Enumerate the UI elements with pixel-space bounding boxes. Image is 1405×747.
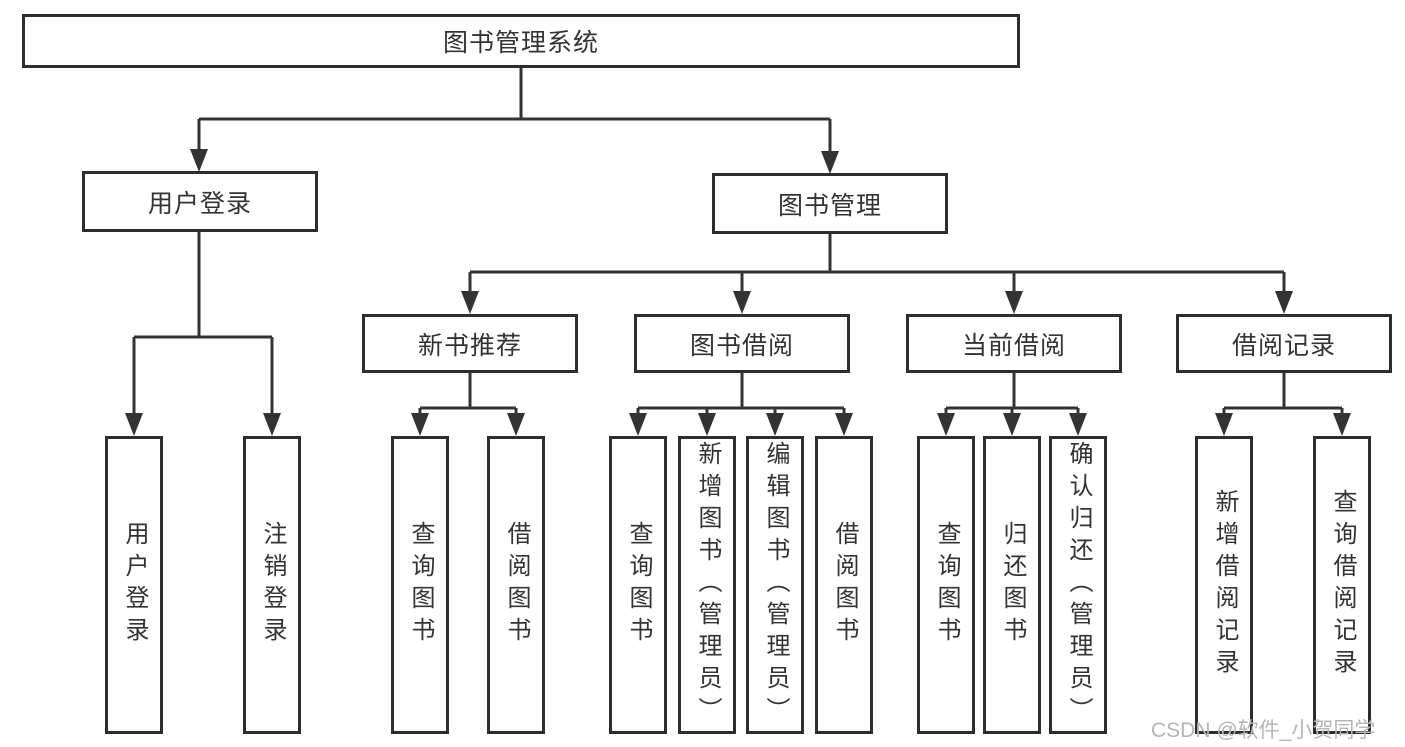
leaf-edit-book-admin: 编辑图书（管理员） <box>746 436 804 734</box>
leaf-edit-book-admin-label: 编辑图书（管理员） <box>762 441 789 729</box>
leaf-return-book: 归还图书 <box>983 436 1041 734</box>
node-book-management: 图书管理 <box>712 173 948 234</box>
leaf-borrow-book-2-label: 借阅图书 <box>831 521 858 649</box>
node-borrow-record-label: 借阅记录 <box>1231 331 1336 360</box>
leaf-add-borrow-record-label: 新增借阅记录 <box>1211 489 1238 681</box>
arrowhead <box>1005 291 1023 314</box>
arrowhead <box>1275 291 1293 314</box>
leaf-add-book-admin: 新增图书（管理员） <box>678 436 736 734</box>
arrowheads <box>125 149 1351 436</box>
node-current-borrow: 当前借阅 <box>906 314 1122 373</box>
arrowhead <box>629 413 647 436</box>
leaf-user-login: 用户登录 <box>105 436 163 734</box>
arrowhead <box>733 291 751 314</box>
csdn-watermark: CSDN @软件_小贺同学 <box>1151 719 1376 742</box>
node-book-management-label: 图书管理 <box>777 191 882 220</box>
arrowhead <box>835 413 853 436</box>
arrowhead <box>1003 413 1021 436</box>
arrowhead <box>1333 413 1351 436</box>
leaf-logout: 注销登录 <box>243 436 301 734</box>
arrowhead <box>937 413 955 436</box>
arrowhead <box>821 151 839 174</box>
connector-current-borrow-children <box>944 373 1080 416</box>
leaf-query-book-2-label: 查询图书 <box>625 521 652 649</box>
leaf-confirm-return-admin: 确认归还（管理员） <box>1049 436 1107 734</box>
arrowhead <box>766 413 784 436</box>
node-borrow-record: 借阅记录 <box>1176 314 1392 373</box>
leaf-query-book-1-label: 查询图书 <box>407 521 434 649</box>
arrowhead <box>698 413 716 436</box>
leaf-confirm-return-admin-label: 确认归还（管理员） <box>1065 441 1092 729</box>
leaf-query-book-3: 查询图书 <box>917 436 975 734</box>
leaf-query-book-2: 查询图书 <box>609 436 667 734</box>
leaf-query-borrow-record-label: 查询借阅记录 <box>1329 489 1356 681</box>
connector-borrow-record-children <box>1222 373 1344 416</box>
leaf-add-borrow-record: 新增借阅记录 <box>1195 436 1253 734</box>
connector-book-borrow-children <box>636 373 846 416</box>
leaf-borrow-book-1: 借阅图书 <box>487 436 545 734</box>
leaf-borrow-book-1-label: 借阅图书 <box>503 521 530 649</box>
arrowhead <box>263 413 281 436</box>
node-new-book-recommend: 新书推荐 <box>362 314 578 373</box>
arrowhead <box>190 149 208 172</box>
arrowhead <box>461 291 479 314</box>
node-user-login: 用户登录 <box>82 171 318 232</box>
arrowhead <box>411 413 429 436</box>
arrowhead <box>1215 413 1233 436</box>
node-root-label: 图书管理系统 <box>442 29 599 57</box>
leaf-query-borrow-record: 查询借阅记录 <box>1313 436 1371 734</box>
node-root: 图书管理系统 <box>22 14 1020 68</box>
leaf-add-book-admin-label: 新增图书（管理员） <box>694 441 721 729</box>
leaf-user-login-label: 用户登录 <box>121 521 148 649</box>
arrowhead <box>125 413 143 436</box>
connector-user-login-children <box>132 232 274 416</box>
leaf-query-book-3-label: 查询图书 <box>933 521 960 649</box>
arrowhead <box>1069 413 1087 436</box>
connector-root-to-level2 <box>197 68 832 153</box>
connector-new-book-children <box>418 373 518 416</box>
leaf-borrow-book-2: 借阅图书 <box>815 436 873 734</box>
leaf-return-book-label: 归还图书 <box>999 521 1026 649</box>
node-new-book-recommend-label: 新书推荐 <box>417 331 522 360</box>
node-user-login-label: 用户登录 <box>147 189 252 218</box>
arrowhead <box>507 413 525 436</box>
connector-book-mgmt-children <box>468 234 1286 293</box>
leaf-query-book-1: 查询图书 <box>391 436 449 734</box>
node-book-borrow: 图书借阅 <box>634 314 850 373</box>
node-book-borrow-label: 图书借阅 <box>689 331 794 360</box>
node-current-borrow-label: 当前借阅 <box>961 331 1066 360</box>
leaf-logout-label: 注销登录 <box>259 521 286 649</box>
